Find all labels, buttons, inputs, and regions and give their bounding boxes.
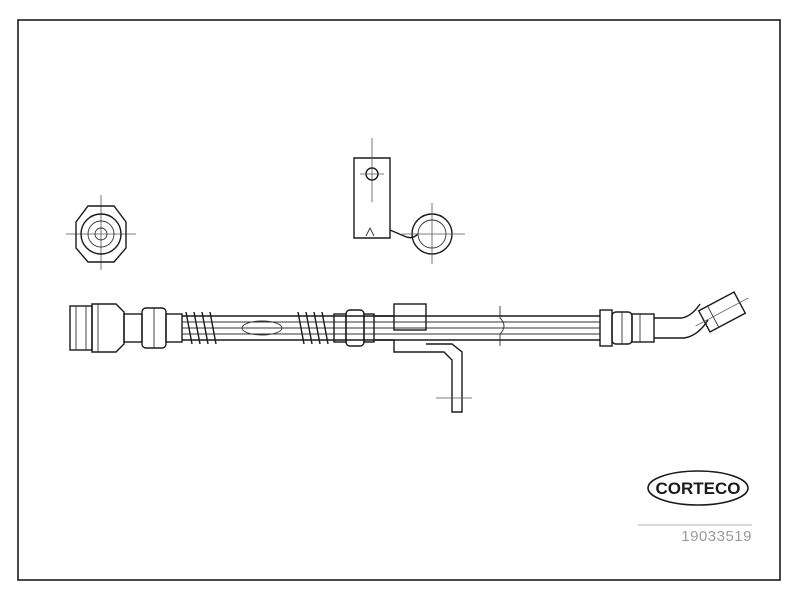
mounting-bracket-top: [353, 138, 465, 264]
brake-hose-assembly: [69, 291, 749, 413]
drawing-frame: [17, 19, 781, 581]
left-fitting-nut: [69, 305, 93, 351]
brand-logo: CORTECO: [647, 470, 749, 506]
brand-name: CORTECO: [656, 479, 741, 498]
hose-clip-bracket: [374, 303, 472, 413]
right-end-fitting: [695, 291, 749, 333]
end-view-fitting: [66, 195, 136, 270]
part-number: 19033519: [681, 528, 752, 545]
spring-guard-right: [297, 311, 329, 345]
spring-guard-left: [185, 311, 217, 345]
